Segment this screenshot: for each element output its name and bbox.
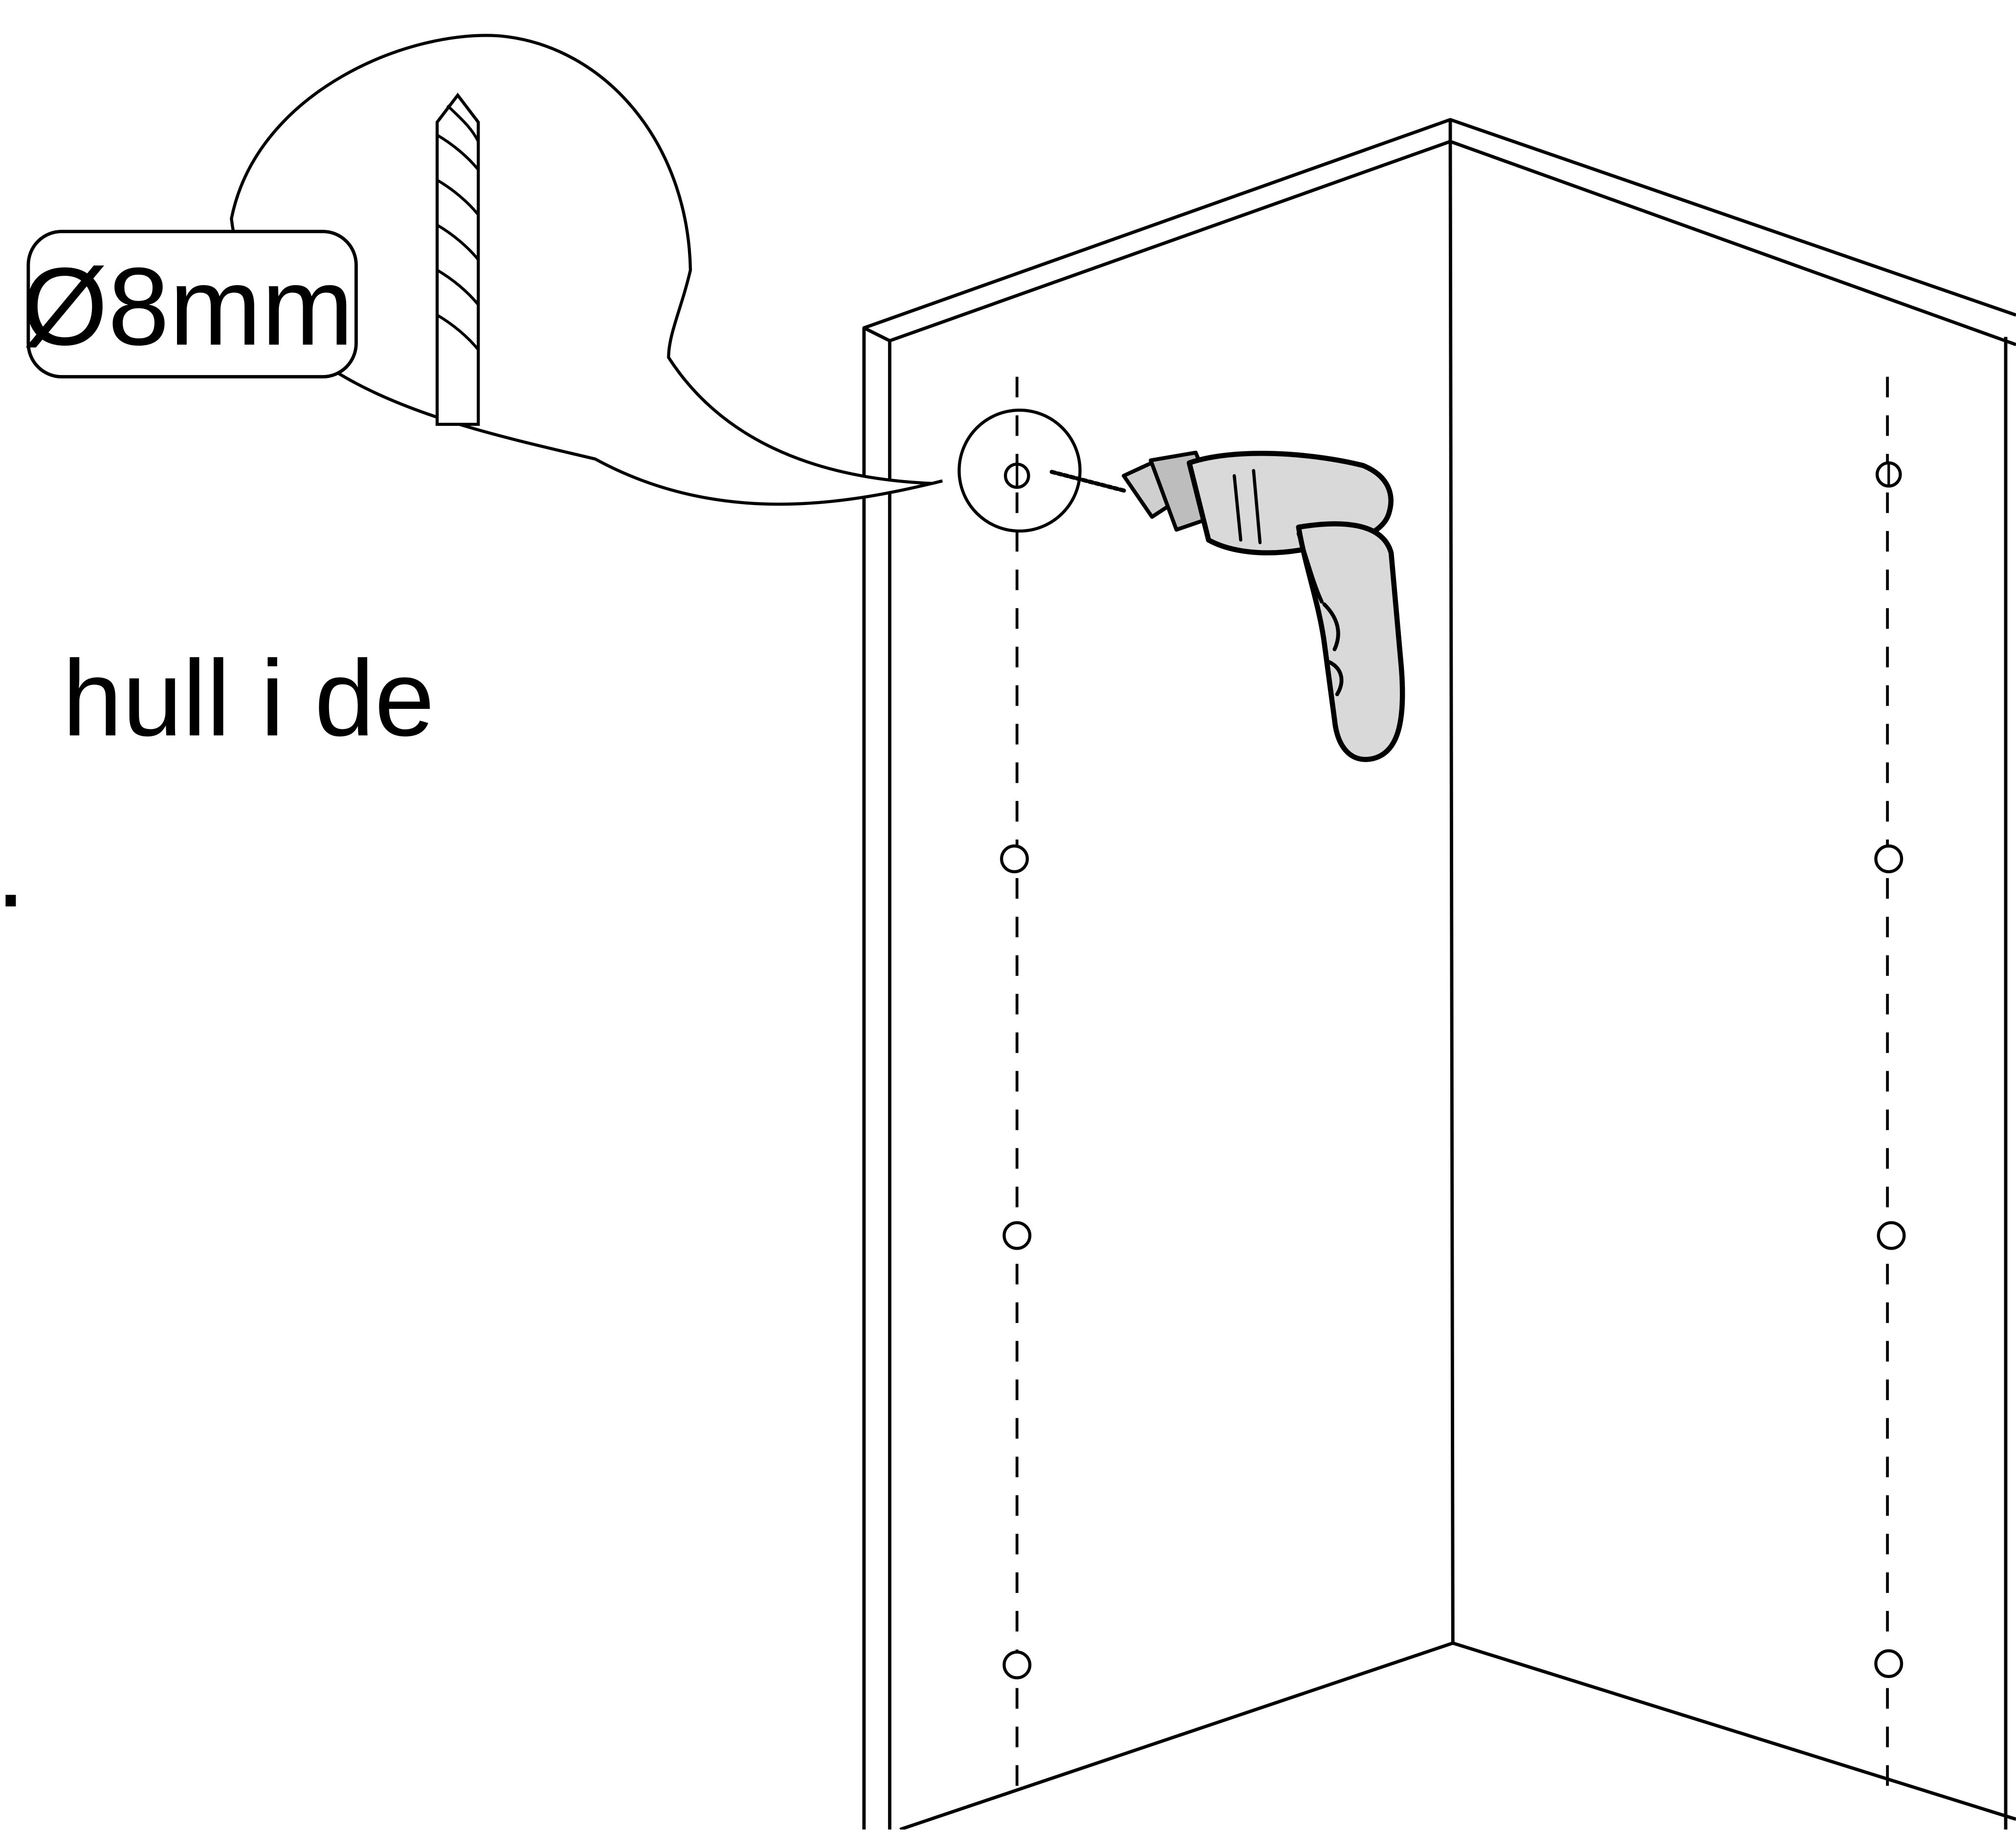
drill-hole-icon xyxy=(1877,1221,1906,1250)
wall-outer-edge xyxy=(862,118,2016,1830)
drill-hole-icon xyxy=(1002,1221,1032,1250)
wall-corner-edge xyxy=(1448,141,1455,1643)
drill-bit-icon xyxy=(435,92,480,426)
power-drill-icon xyxy=(1049,450,1405,762)
wall-inner-edge xyxy=(888,139,2016,1830)
instruction-line-2: e. xyxy=(0,809,26,929)
drill-hole-icon xyxy=(1000,844,1029,874)
callout-target-ring xyxy=(957,408,1082,533)
instruction-line-1: hull i de xyxy=(62,638,434,758)
drill-size-badge: Ø8mm xyxy=(22,230,358,378)
drill-size-label: Ø8mm xyxy=(22,244,354,368)
drill-hole-icon xyxy=(1874,1649,1904,1678)
wall-top-corner-left xyxy=(863,326,891,343)
wall-corner xyxy=(862,118,2016,1832)
floor-line-left xyxy=(899,1641,1454,1832)
floor-line-right xyxy=(1452,1641,2016,1821)
magnifier-callout xyxy=(230,34,1082,533)
drill-hole-icon xyxy=(1002,1650,1032,1679)
drill-hole-icon xyxy=(1874,844,1904,874)
